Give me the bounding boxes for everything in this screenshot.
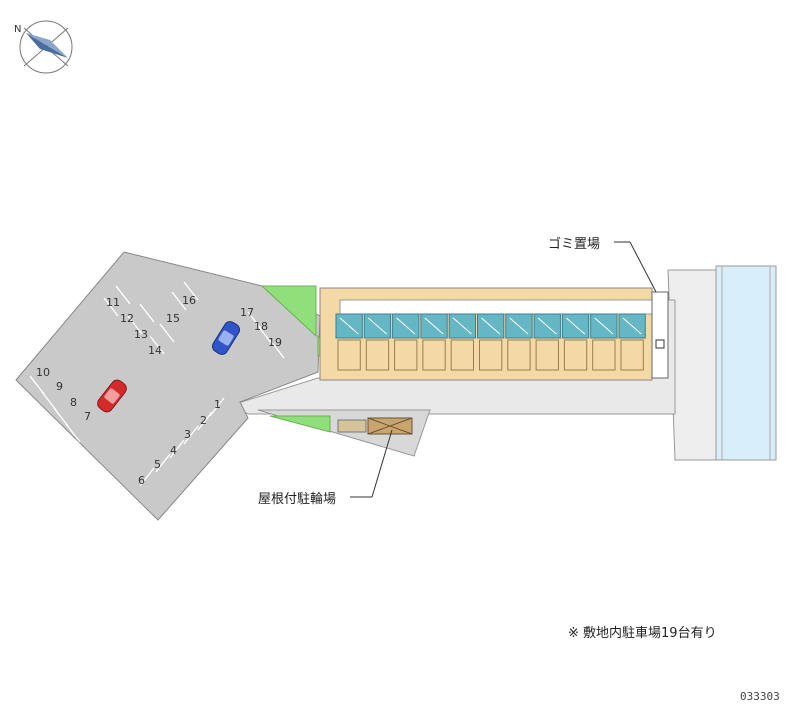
compass-rose-icon: N [14, 20, 73, 74]
compass-north-letter: N [14, 24, 21, 35]
stall-number: 10 [36, 366, 50, 379]
apartment-unit [561, 313, 590, 371]
apartment-unit [590, 313, 618, 371]
road-and-river [667, 265, 777, 461]
stall-number: 15 [166, 312, 180, 325]
stall-number: 4 [170, 444, 177, 457]
footnote: ※ 敷地内駐車場19台有り [568, 626, 717, 641]
garbage-callout-line [629, 241, 657, 293]
stall-number: 8 [70, 396, 77, 409]
bike-parking-structure [337, 417, 413, 435]
stall-number: 5 [154, 458, 161, 471]
greenery [269, 415, 331, 433]
stall-number: 17 [240, 306, 254, 319]
apartment-unit [448, 313, 477, 371]
parking-stall-lines [29, 281, 285, 487]
stall-number: 18 [254, 320, 268, 333]
stall-number: 1 [214, 398, 221, 411]
stall-number: 6 [138, 474, 145, 487]
apartment-unit [335, 313, 363, 371]
greenery [260, 285, 317, 338]
apartment-unit [392, 313, 420, 371]
apartment-unit [505, 313, 533, 371]
stall-number: 19 [268, 336, 282, 349]
stall-number: 14 [148, 344, 162, 357]
garbage-area [651, 291, 669, 379]
stall-number: 3 [184, 428, 191, 441]
garbage-label: ゴミ置場 [548, 237, 601, 252]
river [715, 265, 777, 461]
stall-number: 12 [120, 312, 134, 325]
stall-number: 13 [134, 328, 148, 341]
blue-car [211, 321, 241, 355]
stall-number: 9 [56, 380, 63, 393]
parking-numbers: 1 2 3 4 5 6 7 8 9 10 11 12 13 14 15 16 1… [36, 294, 282, 487]
bike-callout-line [371, 429, 393, 498]
apartment-unit [533, 313, 561, 371]
bike-parking-label: 屋根付駐輪場 [258, 492, 337, 507]
apartment-unit [618, 313, 646, 371]
stall-number: 16 [182, 294, 196, 307]
apartment-building [319, 287, 669, 381]
apartment-unit [477, 313, 505, 371]
apartment-unit [420, 313, 448, 371]
red-car [97, 379, 127, 413]
stall-number: 7 [84, 410, 91, 423]
apartment-unit [363, 313, 392, 371]
stall-number: 2 [200, 414, 207, 427]
map-code: 033303 [740, 690, 780, 703]
stall-number: 11 [106, 296, 120, 309]
